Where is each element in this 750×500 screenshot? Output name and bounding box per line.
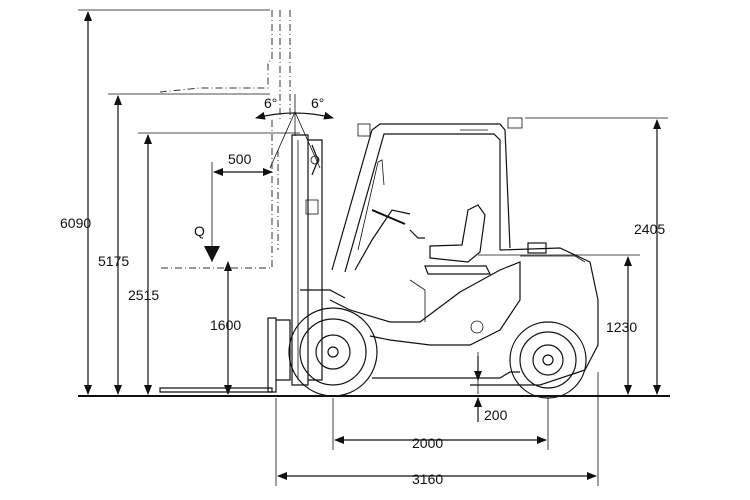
dim-cab-height: 2405 xyxy=(525,117,668,395)
dim-wheelbase: 2000 xyxy=(332,398,549,451)
label-mast-lowered-height: 2515 xyxy=(128,287,159,303)
dim-ground-clearance: 200 xyxy=(474,352,508,423)
label-tilt-back: 6° xyxy=(264,95,277,111)
label-mast-max-height: 6090 xyxy=(60,215,91,231)
label-wheelbase: 2000 xyxy=(412,435,443,451)
label-seat-height: 1230 xyxy=(606,319,637,335)
label-load-height: 1600 xyxy=(210,317,241,333)
front-wheel xyxy=(288,307,378,397)
dim-load-center: 500 xyxy=(211,151,273,262)
label-overall-length: 3160 xyxy=(412,471,443,487)
label-lift-height: 5175 xyxy=(98,253,129,269)
label-ground-clearance: 200 xyxy=(484,407,508,423)
dim-load-height: 1600 xyxy=(210,261,241,395)
dim-overall-length: 3160 xyxy=(275,372,599,487)
rear-wheel xyxy=(509,321,587,399)
dim-mast-max-height: 6090 xyxy=(60,9,270,395)
label-tilt-forward: 6° xyxy=(311,95,324,111)
dim-mast-lowered-height: 2515 xyxy=(128,132,300,395)
forklift-body xyxy=(159,134,599,393)
dim-lift-height: 5175 xyxy=(98,93,270,395)
dim-seat-height: 1230 xyxy=(478,254,640,395)
raised-mast-outline xyxy=(159,10,291,269)
label-cab-height: 2405 xyxy=(634,221,665,237)
dim-tilt: 6° 6° xyxy=(255,94,334,169)
label-load-center: 500 xyxy=(228,151,252,167)
load-q: Q xyxy=(194,223,220,262)
label-load-q: Q xyxy=(194,223,205,239)
overhead-guard xyxy=(331,117,523,273)
